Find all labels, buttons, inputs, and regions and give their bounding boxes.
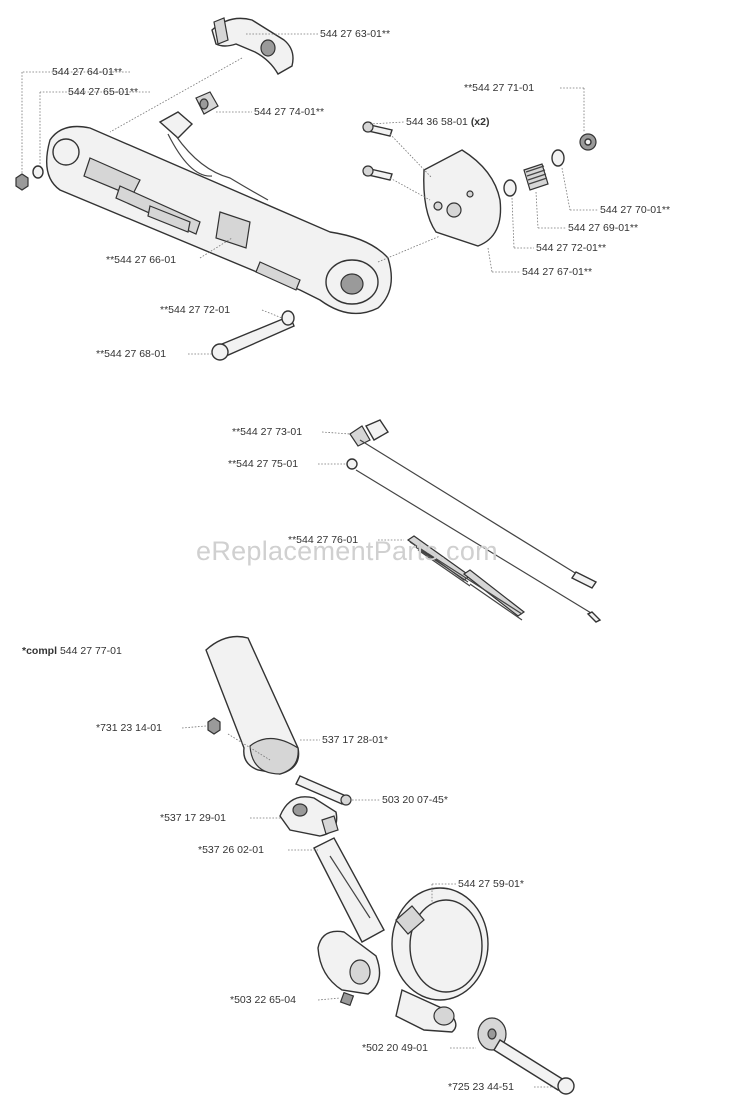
- clamp-top-part: [211, 17, 294, 75]
- part-label[interactable]: 544 27 64-01**: [52, 66, 123, 78]
- part-label[interactable]: *502 20 49-01: [362, 1042, 428, 1054]
- part-label[interactable]: 544 27 72-01**: [536, 242, 607, 254]
- part-label[interactable]: 544 27 69-01**: [568, 222, 639, 234]
- part-label-with-qty[interactable]: 544 36 58-01 (x2): [406, 116, 490, 128]
- connector-part: [158, 111, 269, 201]
- part-label[interactable]: **544 27 72-01: [160, 304, 231, 316]
- part-label[interactable]: 544 27 67-01**: [522, 266, 593, 278]
- lower-bracket: [317, 930, 381, 995]
- part-label[interactable]: **544 27 76-01: [288, 534, 359, 546]
- part-label[interactable]: **544 27 68-01: [96, 348, 167, 360]
- grip-handle: [205, 635, 300, 775]
- spring-washers: [503, 133, 597, 197]
- part-label[interactable]: 503 20 07-45*: [382, 794, 448, 806]
- plate-right: [423, 149, 502, 247]
- grip-nut: [207, 717, 221, 735]
- part-number: 544 36 58-01: [406, 116, 468, 128]
- part-label[interactable]: *503 22 65-04: [230, 994, 296, 1006]
- part-label[interactable]: **544 27 66-01: [106, 254, 177, 266]
- part-label[interactable]: *731 23 14-01: [96, 722, 162, 734]
- bolt-lower-left: [211, 315, 295, 361]
- part-label[interactable]: *537 17 29-01: [160, 812, 226, 824]
- left-nut-washer: [15, 165, 44, 191]
- part-label[interactable]: 544 27 63-01**: [320, 28, 391, 40]
- arm-housing: [46, 125, 392, 315]
- part-label[interactable]: 544 27 74-01**: [254, 106, 325, 118]
- handle-mount: [279, 796, 339, 837]
- part-label[interactable]: **544 27 75-01: [228, 458, 299, 470]
- ring-clamp: [391, 887, 489, 1033]
- group-title: *compl 544 27 77-01: [22, 645, 122, 657]
- washer-lower: [281, 310, 295, 326]
- part-quantity: (x2): [470, 116, 490, 128]
- watermark-text: eReplacementParts.com: [196, 536, 498, 566]
- tube-shaft: [313, 837, 385, 943]
- small-nut-bottom: [339, 991, 355, 1007]
- part-label[interactable]: *537 26 02-01: [198, 844, 264, 856]
- part-label[interactable]: 544 27 65-01**: [68, 86, 139, 98]
- grip-bolt: [295, 775, 352, 806]
- bolt-bottom: [493, 1039, 575, 1095]
- part-label[interactable]: 544 27 70-01**: [600, 204, 671, 216]
- cable-assembly: [346, 419, 602, 623]
- group-number: 544 27 77-01: [59, 645, 122, 657]
- bushing-part: [195, 91, 219, 115]
- part-label[interactable]: 544 27 59-01*: [458, 878, 524, 890]
- part-label[interactable]: 537 17 28-01*: [322, 734, 388, 746]
- part-label[interactable]: *725 23 44-51: [448, 1081, 514, 1093]
- part-label[interactable]: **544 27 71-01: [464, 82, 535, 94]
- part-label[interactable]: **544 27 73-01: [232, 426, 303, 438]
- group-prefix: *compl: [22, 645, 58, 657]
- screws-pair: [362, 121, 393, 181]
